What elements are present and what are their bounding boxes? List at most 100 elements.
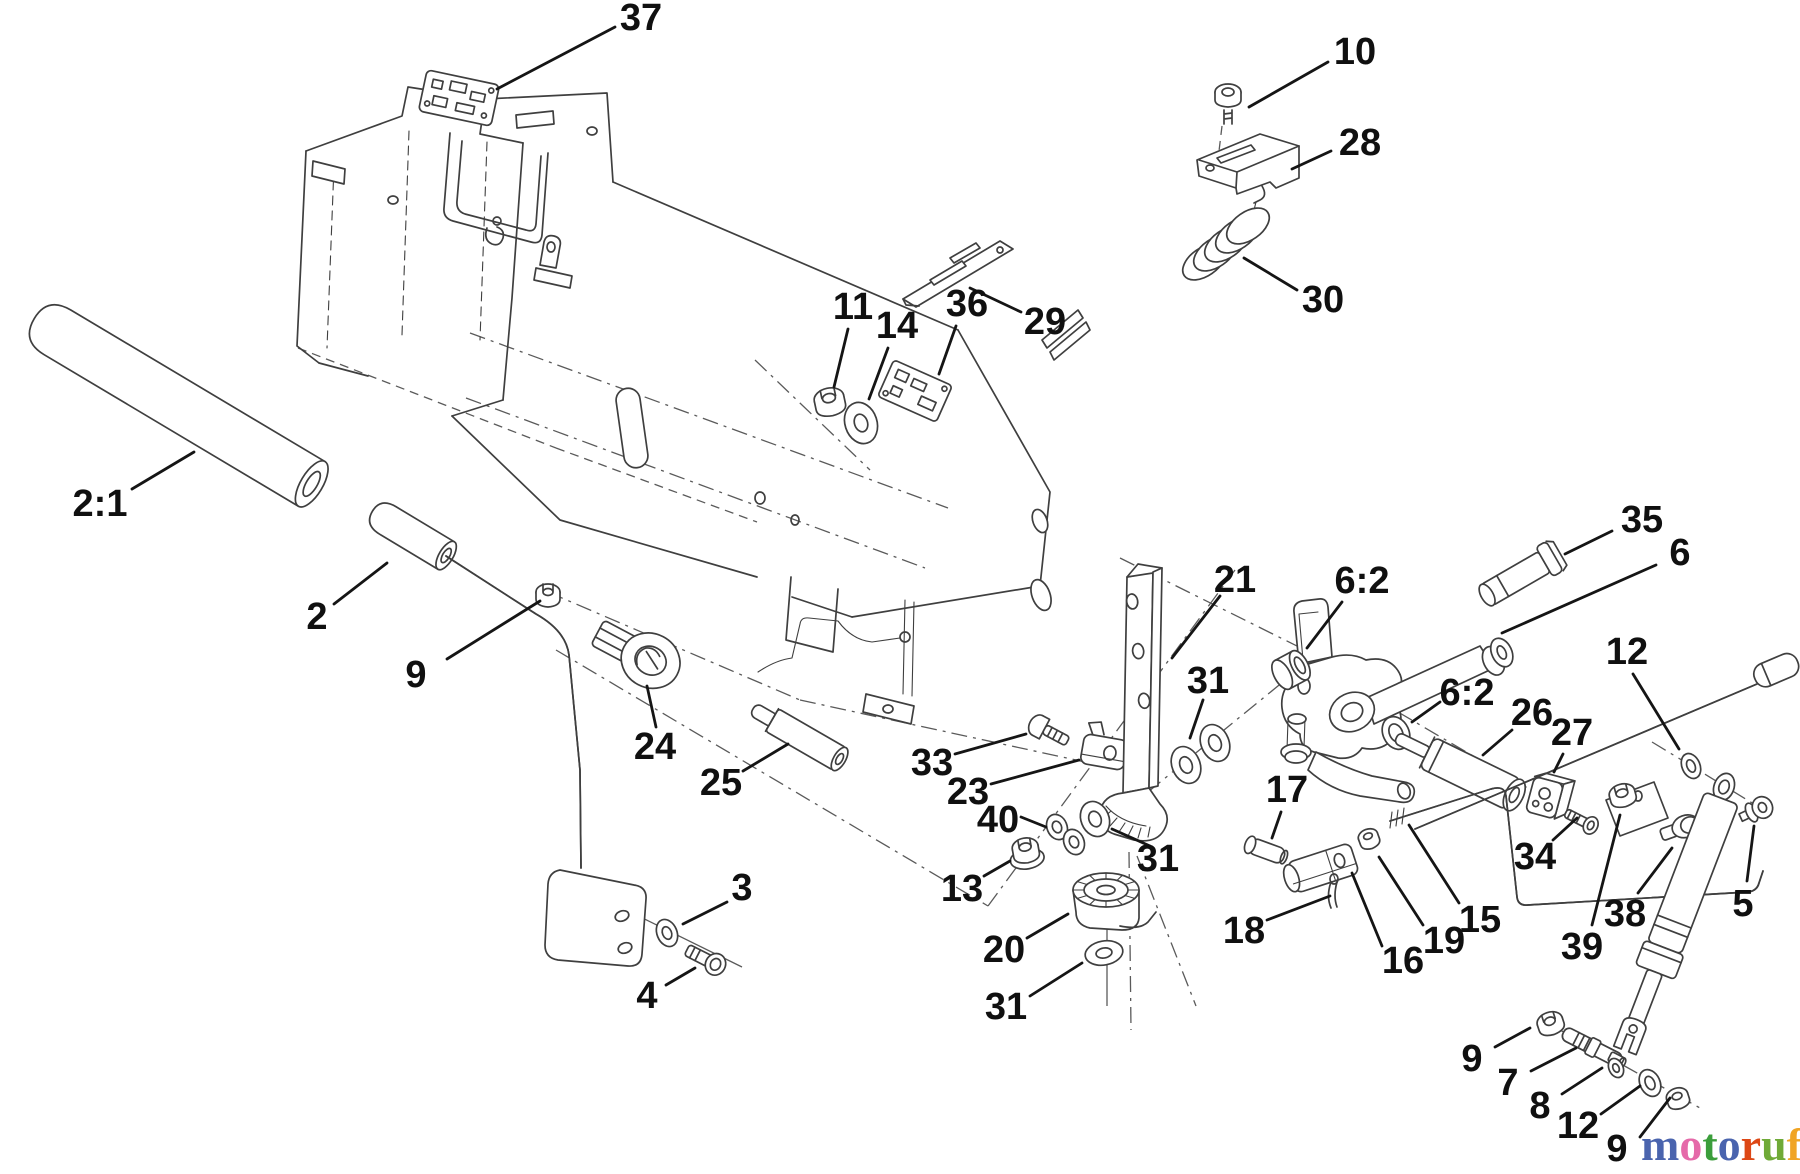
callout-label-31: 31 [1187, 660, 1229, 702]
part-decal-37 [418, 69, 500, 127]
callout-leader-25 [741, 742, 790, 773]
callout-leader-15 [1407, 823, 1461, 905]
callout-label-6:2: 6:2 [1335, 560, 1390, 602]
callout-leader-26 [1481, 728, 1514, 757]
callout-label-18: 18 [1223, 910, 1265, 952]
callout-label-25: 25 [700, 762, 742, 804]
callout-leader-29 [968, 286, 1023, 314]
callout-label-38: 38 [1604, 893, 1646, 935]
part-clevis-16 [1282, 843, 1359, 893]
callout-label-34: 34 [1514, 836, 1556, 878]
callout-label-12: 12 [1557, 1105, 1599, 1147]
part-lever-rod-2 [368, 502, 647, 967]
callout-label-16: 16 [1382, 940, 1424, 982]
part-knob-24 [591, 620, 681, 690]
callout-label-6:2: 6:2 [1440, 672, 1495, 714]
callout-label-9: 9 [405, 654, 426, 696]
part-washer-3 [655, 918, 679, 948]
callout-label-20: 20 [983, 929, 1025, 971]
part-bracket-28 [1196, 133, 1300, 227]
callout-label-29: 29 [1024, 301, 1066, 343]
callout-label-14: 14 [876, 305, 918, 347]
callout-leader-38 [1636, 846, 1674, 895]
part-washer-12-upper [1680, 752, 1702, 780]
callout-leader-12 [1599, 1084, 1642, 1116]
callout-leader-36 [937, 324, 958, 376]
callout-leader-31 [1188, 698, 1205, 740]
callout-label-26: 26 [1511, 692, 1553, 734]
callout-label-39: 39 [1561, 926, 1603, 968]
part-brake-rod-15 [1389, 787, 1764, 906]
part-nut-19 [1357, 827, 1381, 850]
callout-label-11: 11 [833, 286, 873, 328]
callout-leader-8 [1560, 1066, 1604, 1096]
part-washers-40 [1045, 813, 1086, 856]
callout-label-8: 8 [1529, 1085, 1550, 1127]
part-bolt-10 [1214, 83, 1242, 125]
callout-label-30: 30 [1302, 279, 1344, 321]
callout-leader-9 [1638, 1096, 1672, 1139]
motoruf-logo-text[interactable]: motoruf.de [1641, 1119, 1800, 1170]
part-block-27 [1525, 772, 1576, 820]
part-washer-31-bottom [1084, 939, 1124, 967]
callout-leader-16 [1350, 871, 1384, 948]
part-pin-25 [750, 704, 849, 772]
callout-leader-17 [1270, 810, 1283, 840]
callout-leader-10 [1247, 60, 1330, 109]
callout-label-36: 36 [946, 283, 988, 325]
part-console-frame [296, 86, 1091, 725]
callout-label-19: 19 [1423, 920, 1465, 962]
callout-leader-9 [1493, 1026, 1532, 1049]
callout-leader-2:1 [130, 450, 196, 491]
callout-label-5: 5 [1732, 883, 1753, 925]
part-washers-31-pair [1170, 723, 1231, 785]
part-nut-11 [813, 386, 847, 418]
part-bevel-gear-20 [1072, 872, 1157, 931]
callout-leader-40 [1019, 815, 1048, 829]
callout-leader-35 [1563, 529, 1614, 556]
callout-label-2: 2 [306, 596, 327, 638]
part-clevis-pin-17 [1243, 835, 1289, 865]
callout-leader-31 [1110, 827, 1152, 848]
part-shift-bracket-21 [1098, 563, 1169, 842]
callout-label-31: 31 [1137, 838, 1179, 880]
callout-label-28: 28 [1339, 122, 1381, 164]
part-bushing-62-upper [1271, 649, 1311, 691]
callout-leader-2 [332, 561, 389, 606]
callout-label-9: 9 [1606, 1128, 1627, 1170]
callout-leader-6 [1500, 563, 1658, 635]
part-washer-14 [843, 401, 879, 445]
callout-label-35: 35 [1621, 499, 1663, 541]
part-washer-8 [1607, 1057, 1625, 1079]
part-shift-bar-29 [902, 240, 1014, 308]
callout-label-4: 4 [636, 975, 657, 1017]
callout-leader-6:2 [1305, 600, 1344, 650]
callout-leader-6:2 [1410, 700, 1442, 724]
callout-leader-3 [681, 900, 729, 926]
callout-leader-12 [1631, 672, 1681, 751]
callout-leader-4 [664, 966, 697, 987]
part-decal-36 [878, 360, 952, 422]
callout-label-7: 7 [1497, 1062, 1518, 1104]
motoruf-logo[interactable]: motoruf.de [1641, 1119, 1800, 1170]
callout-label-9: 9 [1461, 1038, 1482, 1080]
callout-label-6: 6 [1669, 532, 1690, 574]
part-spring-30 [1181, 207, 1271, 281]
part-bolt-4 [684, 944, 727, 977]
part-clevis-bracket-23 [1079, 721, 1129, 771]
part-screw-34 [1563, 808, 1599, 835]
callout-leader-14 [867, 346, 890, 401]
part-washer-12-bottom [1638, 1068, 1662, 1098]
part-gas-strut [1612, 772, 1738, 1056]
callout-leader-30 [1242, 256, 1299, 292]
callout-leader-9 [445, 599, 542, 661]
callout-label-3: 3 [731, 867, 752, 909]
part-screw-5 [1738, 795, 1774, 823]
callout-label-17: 17 [1266, 769, 1308, 811]
callout-leader-37 [495, 25, 617, 91]
alignment-axes [297, 125, 1773, 1109]
callout-leader-19 [1377, 855, 1425, 927]
callout-leader-7 [1529, 1046, 1578, 1073]
